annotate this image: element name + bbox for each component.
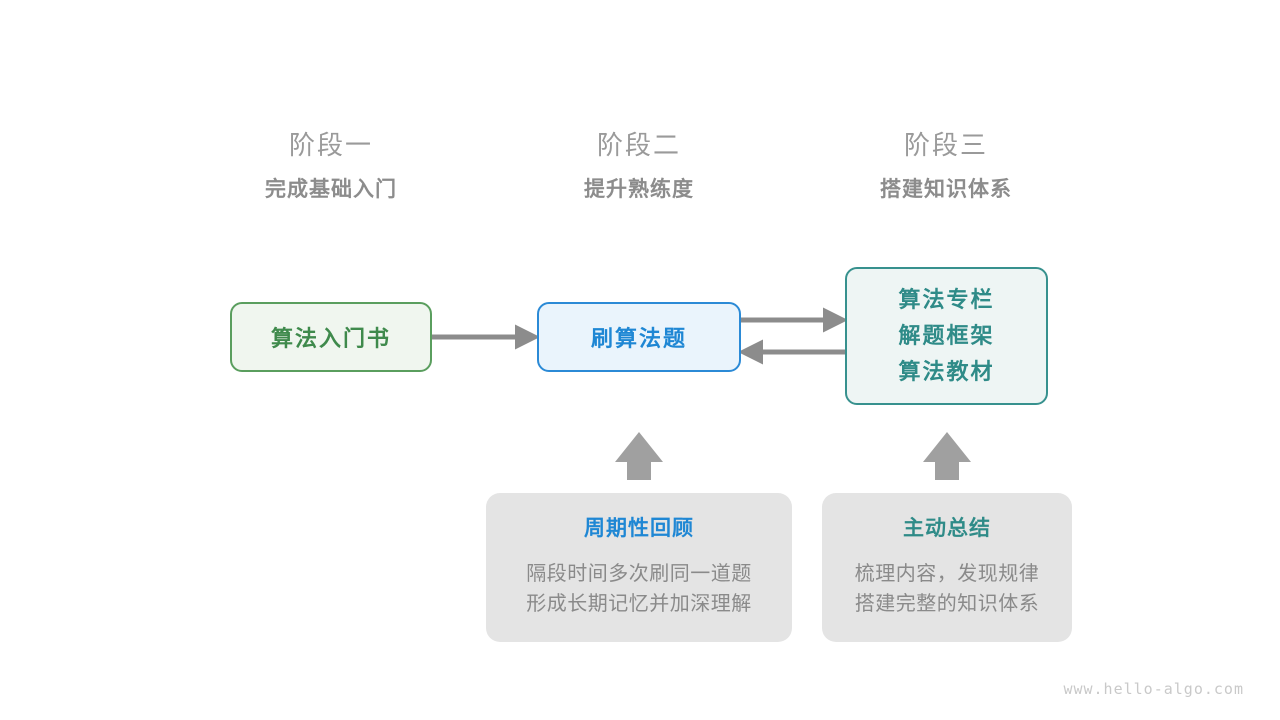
node-algorithm-book[interactable]: 算法入门书: [230, 302, 432, 372]
node-label-line-2: 解题框架: [898, 323, 995, 348]
stage-subtitle: 提升熟练度: [584, 178, 694, 201]
arrow-summary-to-knowledge: [923, 432, 971, 480]
note-body: 梳理内容，发现规律 搭建完整的知识体系: [855, 559, 1040, 619]
node-label-line-1: 算法专栏: [898, 287, 995, 312]
stage-header-1: 阶段一 完成基础入门: [201, 128, 461, 205]
node-label: 算法入门书: [270, 326, 391, 351]
note-card-periodic-review[interactable]: 周期性回顾 隔段时间多次刷同一道题 形成长期记忆并加深理解: [486, 493, 792, 642]
note-card-active-summary[interactable]: 主动总结 梳理内容，发现规律 搭建完整的知识体系: [822, 493, 1072, 642]
stage-header-3: 阶段三 搭建知识体系: [816, 128, 1076, 205]
note-body-line-2: 形成长期记忆并加深理解: [526, 593, 752, 615]
note-body-line-2: 搭建完整的知识体系: [854, 593, 1040, 615]
note-title: 周期性回顾: [584, 517, 694, 540]
stage-title: 阶段三: [903, 130, 988, 160]
watermark-url: www.hello-algo.com: [1063, 680, 1244, 698]
node-practice-problems[interactable]: 刷算法题: [537, 302, 741, 372]
node-knowledge-resources[interactable]: 算法专栏 解题框架 算法教材: [845, 267, 1048, 405]
stage-subtitle: 完成基础入门: [265, 178, 397, 201]
stage-title: 阶段一: [288, 130, 373, 160]
stage-header-2: 阶段二 提升熟练度: [509, 128, 769, 205]
note-body: 隔段时间多次刷同一道题 形成长期记忆并加深理解: [526, 559, 752, 619]
stage-title: 阶段二: [596, 130, 681, 160]
stage-subtitle: 搭建知识体系: [880, 178, 1012, 201]
note-body-line-1: 梳理内容，发现规律: [854, 563, 1040, 585]
node-label-line-3: 算法教材: [898, 359, 995, 384]
node-label: 刷算法题: [590, 326, 687, 351]
note-body-line-1: 隔段时间多次刷同一道题: [526, 563, 752, 585]
arrow-review-to-practice: [615, 432, 663, 480]
note-title: 主动总结: [903, 517, 991, 540]
